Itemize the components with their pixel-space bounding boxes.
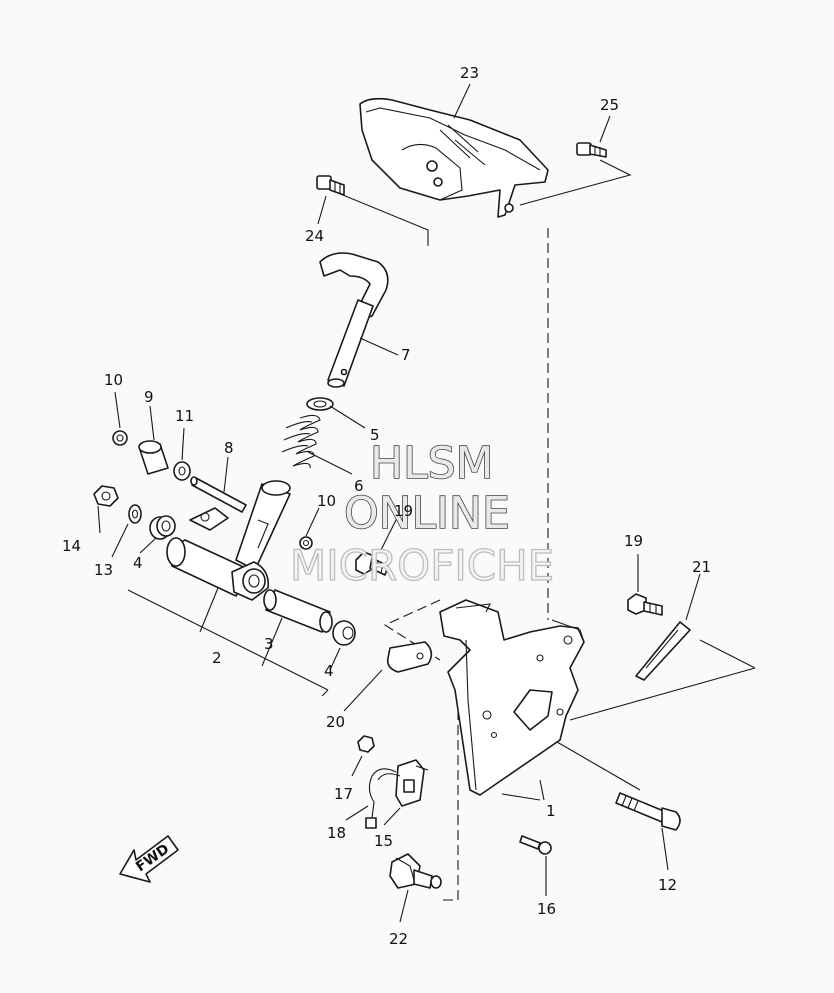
part-20-bracket[interactable] (386, 641, 433, 673)
part-4-bushing-right[interactable] (332, 620, 356, 646)
callout-8: 8 (224, 439, 234, 457)
callout-10-top: 10 (104, 371, 123, 389)
part-7-lever[interactable] (319, 252, 389, 388)
callout-13: 13 (94, 561, 113, 579)
callout-5: 5 (370, 426, 380, 444)
part-18-lead-wire[interactable] (365, 768, 401, 829)
leader-lines (97, 83, 701, 923)
part-14-nut[interactable] (93, 485, 119, 507)
callout-12: 12 (658, 876, 677, 894)
part-25-screw[interactable] (576, 142, 607, 158)
callout-10-lower: 10 (317, 492, 336, 510)
callout-labels: 23 25 24 7 10 9 11 5 8 6 10 19 14 19 4 1… (62, 64, 711, 948)
callout-14: 14 (62, 537, 81, 555)
part-10-clip-top[interactable] (112, 430, 128, 446)
callout-6: 6 (354, 477, 364, 495)
part-23-cover[interactable] (359, 97, 549, 218)
callout-11: 11 (175, 407, 194, 425)
part-5-washer[interactable] (306, 397, 334, 411)
part-15-switch[interactable] (395, 759, 429, 807)
callout-20: 20 (326, 713, 345, 731)
part-22-connector[interactable] (389, 853, 442, 889)
callout-22: 22 (389, 930, 408, 948)
callout-3: 3 (264, 635, 274, 653)
part-24-screw[interactable] (316, 175, 345, 196)
part-8-pin[interactable] (190, 476, 247, 513)
callout-1: 1 (546, 802, 556, 820)
callout-19-center: 19 (394, 502, 413, 520)
callout-2: 2 (212, 649, 222, 667)
part-13-washer[interactable] (128, 504, 142, 524)
part-9-collar[interactable] (138, 440, 169, 475)
callout-21: 21 (692, 558, 711, 576)
callout-18: 18 (327, 824, 346, 842)
callout-24: 24 (305, 227, 324, 245)
part-21-cable-tie[interactable] (635, 621, 691, 681)
callout-15: 15 (374, 832, 393, 850)
callout-19-right: 19 (624, 532, 643, 550)
part-4-bushing-left[interactable] (149, 515, 176, 540)
callout-4-left: 4 (133, 554, 143, 572)
part-1-bracket-plate[interactable] (439, 599, 585, 796)
part-10-clip-lower[interactable] (299, 536, 313, 550)
callout-4-right: 4 (324, 662, 334, 680)
part-16-screw[interactable] (519, 835, 552, 855)
watermark-line-1: HLSM (370, 438, 494, 489)
part-6-spring[interactable] (281, 414, 321, 469)
part-3-sleeve[interactable] (263, 589, 333, 633)
callout-17: 17 (334, 785, 353, 803)
callout-25: 25 (600, 96, 619, 114)
assembly-lines (337, 159, 756, 901)
fwd-arrow-badge: FWD (119, 835, 179, 883)
part-17-nut[interactable] (357, 735, 375, 753)
part-12-bolt[interactable] (615, 792, 681, 831)
fwd-badge-label: FWD (133, 841, 172, 875)
watermark-line-3: MICROFICHE (290, 541, 554, 590)
callout-7: 7 (401, 346, 411, 364)
part-19-bolt-right[interactable] (627, 593, 663, 616)
part-11-washer[interactable] (173, 461, 191, 481)
callout-23: 23 (460, 64, 479, 82)
watermark: HLSM ONLINE MICROFICHE (289, 437, 554, 590)
watermark-line-2: ONLINE (344, 488, 510, 539)
callout-16: 16 (537, 900, 556, 918)
part-2-shift-shaft[interactable] (166, 480, 291, 601)
part-19-bolt-center[interactable] (355, 551, 389, 576)
callout-9: 9 (144, 388, 154, 406)
